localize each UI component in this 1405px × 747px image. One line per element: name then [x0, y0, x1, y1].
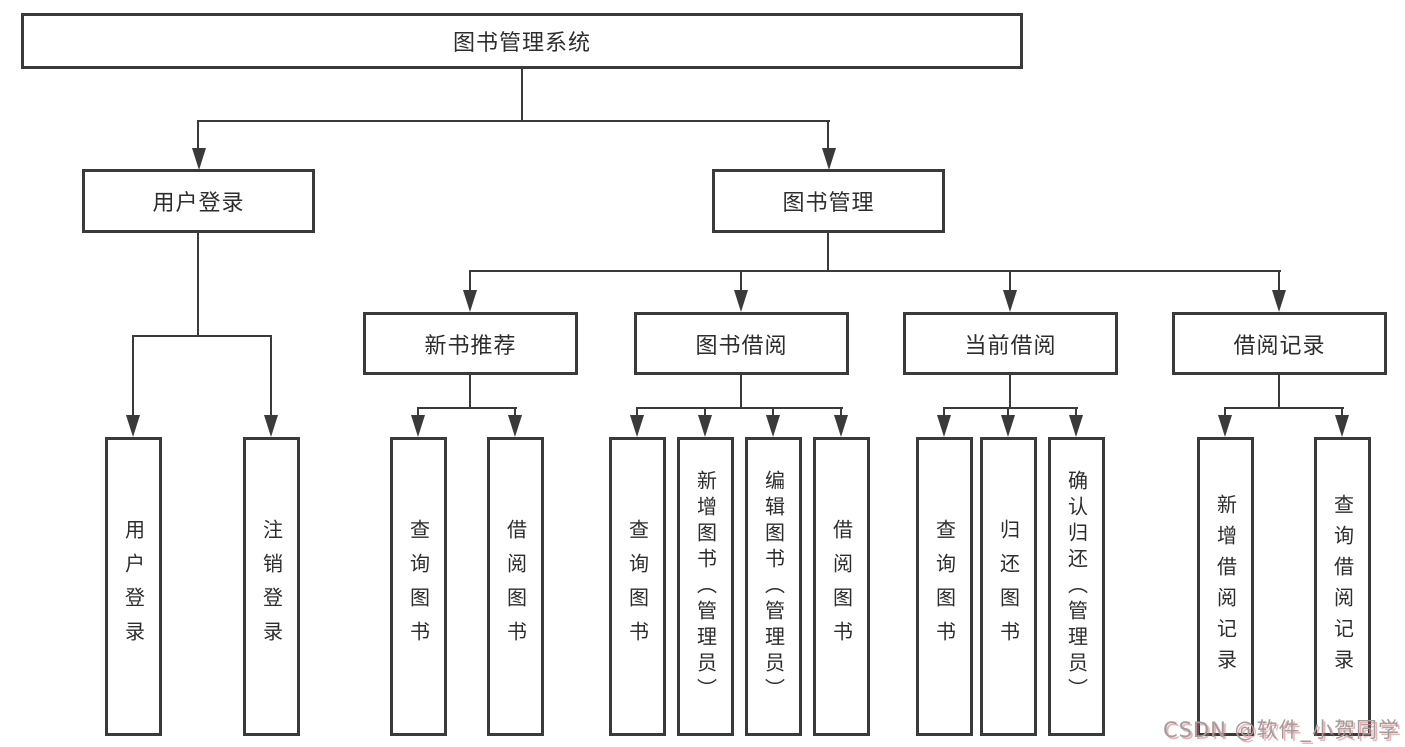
- node-label: 图书管理: [782, 191, 875, 216]
- arrowhead-down-icon: [937, 415, 951, 437]
- leaf-newbook-borrow: 借阅图书: [487, 437, 544, 736]
- node-root-library-system: 图书管理系统: [21, 13, 1023, 69]
- leaf-current-return: 归还图书: [980, 437, 1037, 736]
- node-new-book-recommend: 新书推荐: [363, 312, 578, 375]
- node-label: 借阅记录: [1233, 333, 1326, 359]
- line-segment: [740, 270, 742, 292]
- leaf-label: 查询图书: [932, 518, 957, 655]
- leaf-newbook-query: 查询图书: [390, 437, 447, 736]
- line-segment: [827, 233, 829, 272]
- arrowhead-down-icon: [1001, 415, 1015, 437]
- arrowhead-down-icon: [734, 290, 748, 312]
- node-label: 用户登录: [152, 191, 245, 216]
- node-borrow-records: 借阅记录: [1172, 312, 1387, 375]
- line-segment: [943, 407, 1078, 409]
- line-segment: [417, 407, 419, 419]
- arrowhead-down-icon: [630, 415, 644, 437]
- arrowhead-down-icon: [411, 415, 425, 437]
- arrowhead-down-icon: [1003, 290, 1017, 312]
- line-segment: [514, 407, 516, 419]
- line-segment: [1224, 407, 1344, 409]
- line-segment: [943, 407, 945, 419]
- arrowhead-down-icon: [822, 148, 836, 170]
- arrowhead-down-icon: [192, 148, 206, 170]
- line-segment: [636, 407, 843, 409]
- arrowhead-down-icon: [766, 415, 780, 437]
- leaf-label: 查询图书: [406, 518, 431, 655]
- arrowhead-down-icon: [1335, 415, 1349, 437]
- node-label: 图书借阅: [695, 333, 788, 359]
- leaf-borrow-borrow: 借阅图书: [813, 437, 870, 736]
- watermark: CSDN @软件_小贺同学: [1162, 718, 1400, 742]
- arrowhead-down-icon: [508, 415, 522, 437]
- node-label: 当前借阅: [964, 333, 1057, 359]
- leaf-label: 借阅图书: [829, 518, 854, 655]
- line-segment: [132, 335, 272, 337]
- leaf-label: 新增借阅记录: [1213, 493, 1238, 680]
- line-segment: [1341, 407, 1343, 419]
- node-label: 图书管理系统: [452, 31, 591, 56]
- line-segment: [840, 407, 842, 419]
- arrowhead-down-icon: [463, 290, 477, 312]
- arrowhead-down-icon: [126, 415, 140, 437]
- leaf-label: 用户登录: [121, 518, 146, 655]
- line-segment: [1278, 270, 1280, 292]
- node-current-borrow: 当前借阅: [903, 312, 1118, 375]
- line-segment: [1009, 270, 1011, 292]
- line-segment: [1224, 407, 1226, 419]
- line-segment: [1007, 407, 1009, 419]
- leaf-label: 编辑图书（管理员）: [761, 469, 786, 704]
- arrowhead-down-icon: [1272, 290, 1286, 312]
- line-segment: [132, 335, 134, 417]
- arrowhead-down-icon: [698, 415, 712, 437]
- leaf-label: 查询借阅记录: [1330, 493, 1355, 680]
- leaf-borrow-query: 查询图书: [609, 437, 666, 736]
- leaf-current-query: 查询图书: [916, 437, 973, 736]
- line-segment: [469, 374, 471, 409]
- node-user-login: 用户登录: [82, 169, 315, 233]
- line-segment: [270, 335, 272, 417]
- leaf-label: 注销登录: [259, 518, 284, 655]
- leaf-current-confirm-admin: 确认归还（管理员）: [1048, 437, 1105, 736]
- line-segment: [1278, 374, 1280, 409]
- line-segment: [521, 69, 523, 122]
- node-book-borrow: 图书借阅: [634, 312, 849, 375]
- line-segment: [827, 120, 829, 152]
- arrowhead-down-icon: [1069, 415, 1083, 437]
- line-segment: [197, 120, 830, 122]
- arrowhead-down-icon: [264, 415, 278, 437]
- line-segment: [772, 407, 774, 419]
- arrowhead-down-icon: [1218, 415, 1232, 437]
- leaf-records-query: 查询借阅记录: [1314, 437, 1371, 736]
- leaf-label: 归还图书: [996, 518, 1021, 655]
- node-label: 新书推荐: [424, 333, 517, 359]
- leaf-user-login: 用户登录: [105, 437, 162, 736]
- arrowhead-down-icon: [834, 415, 848, 437]
- node-book-management: 图书管理: [712, 169, 945, 233]
- line-segment: [469, 270, 471, 292]
- leaf-logout: 注销登录: [243, 437, 300, 736]
- line-segment: [197, 120, 199, 152]
- leaf-borrow-edit-admin: 编辑图书（管理员）: [745, 437, 802, 736]
- leaf-label: 新增图书（管理员）: [693, 469, 718, 704]
- leaf-label: 查询图书: [625, 518, 650, 655]
- line-segment: [1009, 374, 1011, 409]
- line-segment: [197, 233, 199, 337]
- leaf-records-add: 新增借阅记录: [1197, 437, 1254, 736]
- line-segment: [417, 407, 517, 409]
- line-segment: [704, 407, 706, 419]
- line-segment: [1075, 407, 1077, 419]
- leaf-label: 确认归还（管理员）: [1064, 469, 1089, 704]
- line-segment: [740, 374, 742, 409]
- leaf-label: 借阅图书: [503, 518, 528, 655]
- line-segment: [636, 407, 638, 419]
- line-segment: [469, 270, 1281, 272]
- leaf-borrow-add-admin: 新增图书（管理员）: [677, 437, 734, 736]
